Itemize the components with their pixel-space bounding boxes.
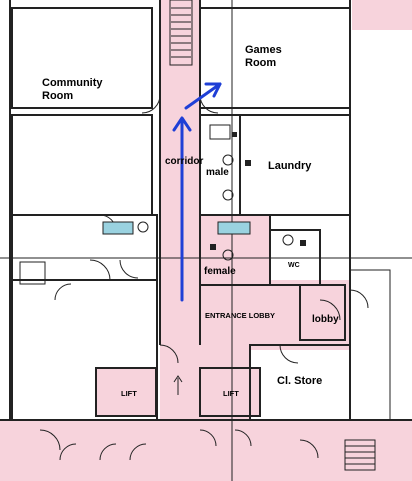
pink-zone-lift-left [96,368,156,416]
label-wc: WC [288,262,300,269]
label-community-room-line2: Room [42,90,73,102]
pink-zone-bottom [0,420,412,481]
label-lift-right: LIFT [223,389,239,398]
fixture-marks [210,132,306,250]
label-corridor: corridor [165,156,203,167]
label-entrance-lobby: ENTRANCE LOBBY [205,311,275,320]
label-games-room-line2: Room [245,57,276,69]
staircase-treads [171,7,191,58]
pink-zone-corridor [160,80,200,280]
pink-zone-lobby [160,280,350,350]
label-cl-store: Cl. Store [277,375,322,387]
label-games-room-line1: Games [245,44,282,56]
room-labels: Community Room Games Room Laundry corrid… [42,44,339,398]
route-arrow [172,82,222,302]
label-laundry: Laundry [268,160,312,172]
up-arrow-marker [173,375,183,395]
stair-bottom-right [344,439,376,471]
basins [19,124,294,285]
route-arrow-head-upper [204,82,222,98]
door-swings [39,94,369,461]
label-male: male [206,167,229,178]
label-female: female [204,266,236,277]
label-community-room-line1: Community [42,77,103,89]
label-lift-left: LIFT [121,389,137,398]
pink-zone-top-right-strip [352,0,412,30]
label-lobby: lobby [312,314,339,325]
route-arrow-branch [184,82,222,110]
route-arrow-head-lower [172,116,192,132]
